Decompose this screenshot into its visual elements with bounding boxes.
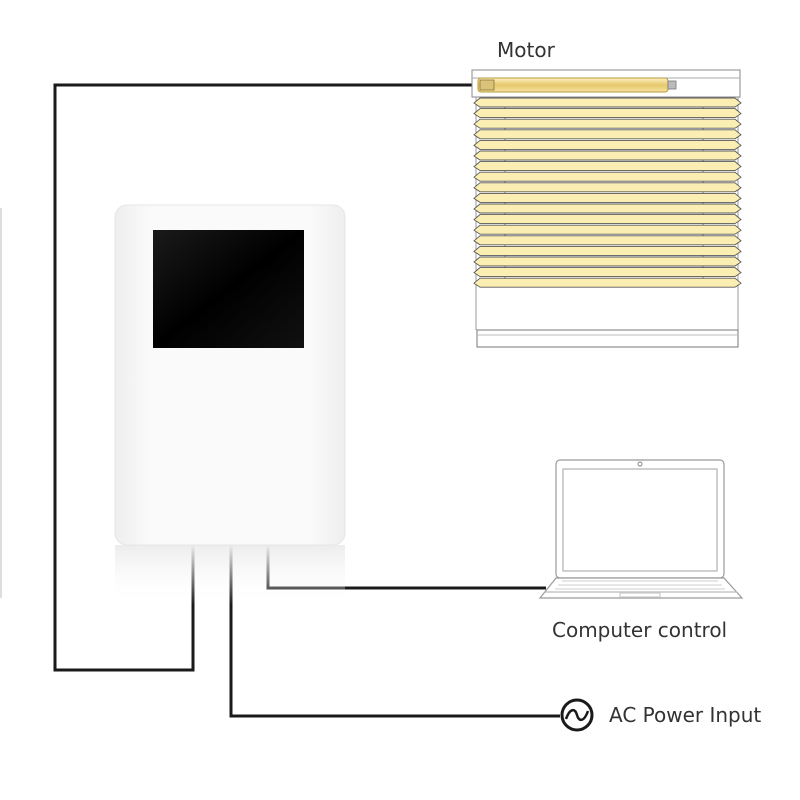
blind-slat: [473, 256, 742, 267]
blind-slats: [473, 97, 742, 288]
blind-slat: [473, 171, 742, 182]
blind-slat: [473, 235, 742, 246]
wall-controller-icon: [114, 204, 346, 605]
blind-slat: [473, 192, 742, 203]
blind-slat: [473, 182, 742, 193]
motor-label: Motor: [497, 38, 556, 62]
blind-slat: [473, 139, 742, 150]
blind-slat: [473, 203, 742, 214]
blind-slat: [473, 245, 742, 256]
blind-slat: [473, 150, 742, 161]
blind-slat: [473, 108, 742, 119]
bottom-rail: [476, 329, 739, 348]
laptop-lid: [555, 459, 725, 579]
controller-screen: [153, 230, 304, 348]
blind-slat: [473, 161, 742, 172]
blind-slat: [473, 214, 742, 225]
tubular-motor-icon: [477, 77, 677, 93]
laptop-icon: [538, 459, 744, 599]
computer-label: Computer control: [552, 618, 727, 642]
power-label: AC Power Input: [609, 703, 761, 727]
blind-slat: [473, 277, 742, 288]
venetian-blinds-icon: [471, 69, 742, 348]
blind-slat: [473, 118, 742, 129]
blind-slat: [473, 97, 742, 108]
blind-slat: [473, 129, 742, 140]
motor-wire: [53, 83, 476, 672]
blind-slat: [473, 267, 742, 278]
blind-slat: [473, 224, 742, 235]
ac-power-symbol-icon: [560, 698, 594, 732]
laptop-base: [538, 577, 744, 599]
